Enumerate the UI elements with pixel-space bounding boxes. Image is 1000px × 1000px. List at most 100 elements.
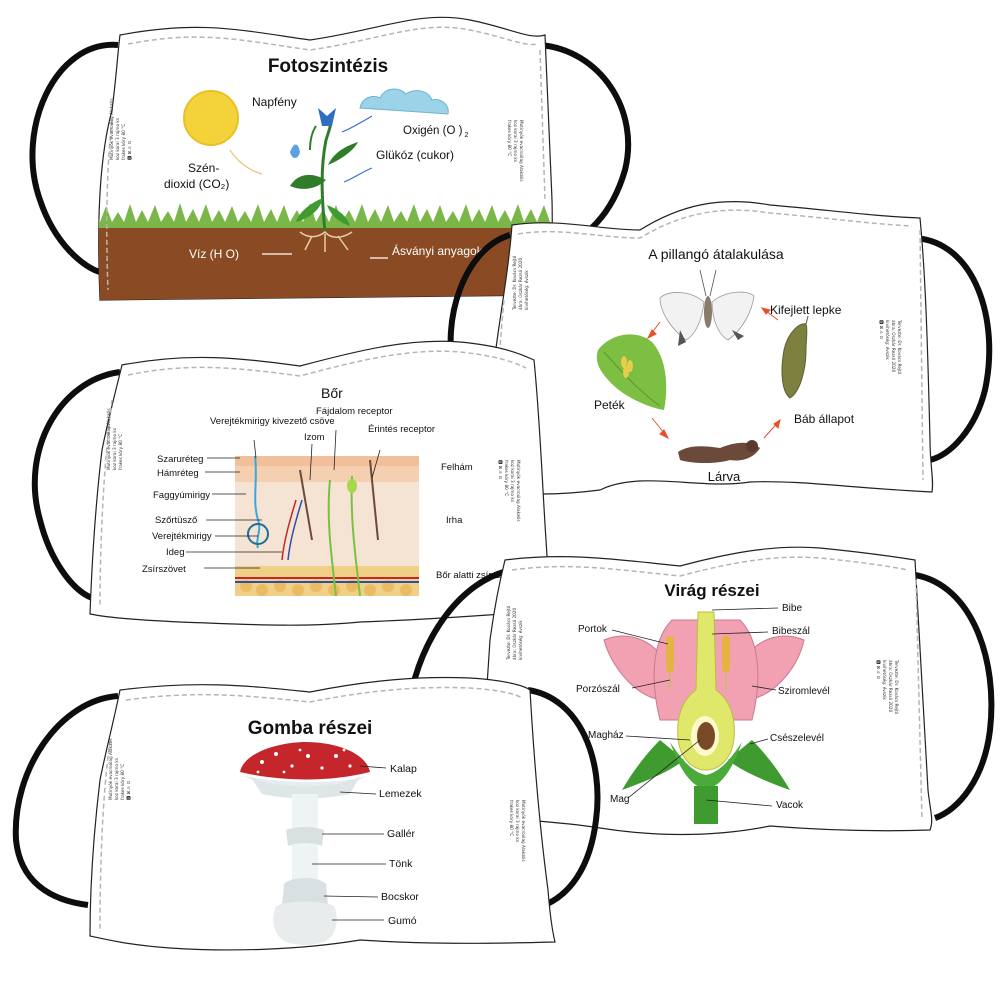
follicle-label: Szőrtüsző [155, 515, 197, 526]
side-print-line: Mutinyók evacroúlag Alakatis [106, 408, 111, 470]
mask-skin: Bőr Verejtékmirig [31, 340, 556, 626]
minerals-label: Ásványi anyagok [392, 243, 484, 258]
style-label: Bibeszál [772, 626, 810, 637]
side-print-line: frakes kóry 80 °C [507, 120, 512, 156]
seam-stitch [125, 686, 523, 703]
sweat-gland-label: Verejtékmirigy [152, 531, 212, 542]
side-print-line: 🅶 ⊠ ⚠ ⊡ [876, 660, 881, 679]
mushroom-illustration [240, 742, 370, 945]
seam-stitch [511, 556, 909, 577]
side-print-line: koz korai 3 rajmo ks [114, 758, 119, 800]
epidermis-label: Felhám [441, 462, 473, 473]
ear-strap-left [29, 41, 119, 275]
sun-arrow [229, 149, 263, 175]
mushroom-side-print: Mutinyók evacroúlag Alakatis koz korai 3… [108, 738, 131, 800]
side-print-line: frakes kóry 80 °C [121, 124, 126, 160]
skin-cross-section [235, 455, 419, 597]
side-print-line: Tervezte: Dr. Kovács Rejtő [506, 605, 511, 661]
side-print-line: ábra: Oszkár Rezső 2020 [518, 258, 523, 310]
larva-icon [678, 440, 760, 463]
side-print-line: Tervezte: Dr. Kovács Rejtő [894, 659, 899, 715]
sweat-duct-label: Verejtékmirigy kivezető csöve [210, 416, 335, 427]
dermis-label: Irha [446, 515, 463, 526]
side-print-line: ábra: Oszkár Rezső 2020 [888, 660, 893, 712]
butterfly-side-print-right: Tervezte: Dr. Kovács Rejtő ábra: Oszkár … [879, 319, 902, 375]
mushroom-labels: Kalap Lemezek Gallér Tönk Bocskor Gumó [379, 763, 422, 927]
ear-strap-right [527, 687, 601, 908]
stem-label: Tönk [389, 858, 413, 870]
skin-leader-lines [186, 429, 381, 569]
flower-labels: Bibe Portok Bibeszál Porzószál Sziromlev… [576, 603, 830, 811]
photosynthesis-side-print-right: Mutinyók evacroúlag Alakatis koz korai 3… [507, 120, 524, 182]
glucose-label: Glükóz (cukor) [376, 148, 454, 162]
butterfly-adult-icon [659, 269, 755, 346]
skin-side-print: Mutinyók evacroúlag Alakatis koz korai 3… [106, 408, 123, 470]
side-print-line: 🅶 ⊠ ⚠ ⊡ [127, 141, 132, 160]
side-print-line: kivihetőség: évszik [524, 270, 529, 310]
ring-label: Gallér [387, 828, 416, 840]
plant-illustration [290, 108, 358, 252]
ovary-label: Magház [588, 730, 624, 741]
side-print-line: Mutinyók evacroúlag Alakatis [109, 98, 114, 160]
water-label: Víz (H O) [189, 247, 239, 261]
skin-labels: Verejtékmirigy kivezető csöve Fájdalom r… [142, 406, 519, 581]
grass [98, 203, 561, 228]
cap-label: Kalap [390, 763, 417, 775]
touch-receptor-label: Érintés receptor [368, 424, 435, 435]
flower-leader-lines [611, 607, 779, 807]
mushroom-side-print-right: Mutinyók evacroúlag Alakatis koz korai 3… [509, 800, 526, 862]
sweat-duct-label-text: Verejtékmirigy kivezető csöve [210, 416, 335, 427]
side-print-line: frakes kóry 80 °C [118, 434, 123, 470]
side-print-line: koz korai 3 rajmo ks [510, 460, 515, 502]
side-print-line: frakes kóry 80 °C [509, 800, 514, 836]
pain-receptor-label: Fájdalom receptor [316, 406, 393, 417]
side-print-line: 🅶 ⊠ ⚠ ⊡ [126, 781, 131, 800]
seam-stitch [127, 26, 539, 51]
seam-stitch [517, 209, 913, 239]
larva-label: Lárva [708, 469, 741, 484]
side-print-line: kivihetőség: évszik [885, 320, 890, 360]
mask-butterfly: A pillangó átalakulása Kifejlett lepke B… [447, 200, 993, 495]
adult-label: Kifejlett lepke [770, 303, 842, 317]
photosynthesis-side-print: Mutinyók evacroúlag Alakatis koz korai 3… [109, 98, 132, 160]
co2-label-line2: dioxid (CO₂) [164, 177, 229, 191]
eggs-label: Peték [594, 398, 626, 412]
pupa-icon [781, 315, 809, 399]
side-print-line: frakes kóry 80 °C [120, 764, 125, 800]
ear-strap-right [914, 235, 993, 463]
fat-label: Zsírszövet [142, 564, 186, 575]
stratum-corneum-label: Szaruréteg [157, 454, 203, 465]
skin-side-print-right: Mutinyók evacroúlag Alakatis koz korai 3… [498, 460, 521, 522]
bulb-label: Gumó [388, 915, 417, 927]
ear-strap-left [12, 693, 119, 908]
flower-side-print-right: Tervezte: Dr. Kovács Rejtő ábra: Oszkár … [876, 659, 899, 715]
mushroom-title: Gomba részei [248, 718, 373, 739]
sunlight-label: Napfény [252, 95, 297, 109]
co2-label-line1: Szén- [188, 161, 219, 175]
flower-title: Virág részei [664, 581, 759, 600]
side-print-line: Mutinyók evacroúlag Alakatis [516, 460, 521, 522]
seam-stitch [127, 350, 527, 377]
muscle-label: Izom [304, 432, 325, 443]
side-print-line: Tervezte: Dr. Kovács Rejtő [897, 319, 902, 375]
sepal-label: Csészelevél [770, 733, 824, 744]
ear-strap-left [31, 369, 121, 601]
epidermis-layer-label: Hámréteg [157, 468, 199, 479]
cycle-arrows [646, 307, 781, 440]
mushroom-leader-lines [312, 765, 387, 921]
side-print-line: Mutinyók evacroúlag Alakatis [108, 738, 113, 800]
side-print-line: Tervezte: Dr. Kovács Rejtő [512, 255, 517, 311]
side-print-line: koz korai 3 rajmo ks [112, 428, 117, 470]
mask-body [89, 676, 556, 951]
anther-label: Portok [578, 624, 608, 635]
butterfly-title: A pillangó átalakulása [648, 246, 784, 262]
side-print-line: koz korai 3 rajmo ks [115, 118, 120, 160]
gills-label: Lemezek [379, 788, 422, 800]
skin-title: Bőr [321, 385, 343, 401]
side-print-line: ábra: Oszkár Rezső 2020 [512, 608, 517, 660]
side-print-line: kivihetőség: évszik [518, 620, 523, 660]
side-print-line: frakes kóry 80 °C [504, 460, 509, 496]
photosynthesis-title: Fotoszintézis [268, 56, 388, 77]
glucose-arrow [343, 167, 373, 183]
